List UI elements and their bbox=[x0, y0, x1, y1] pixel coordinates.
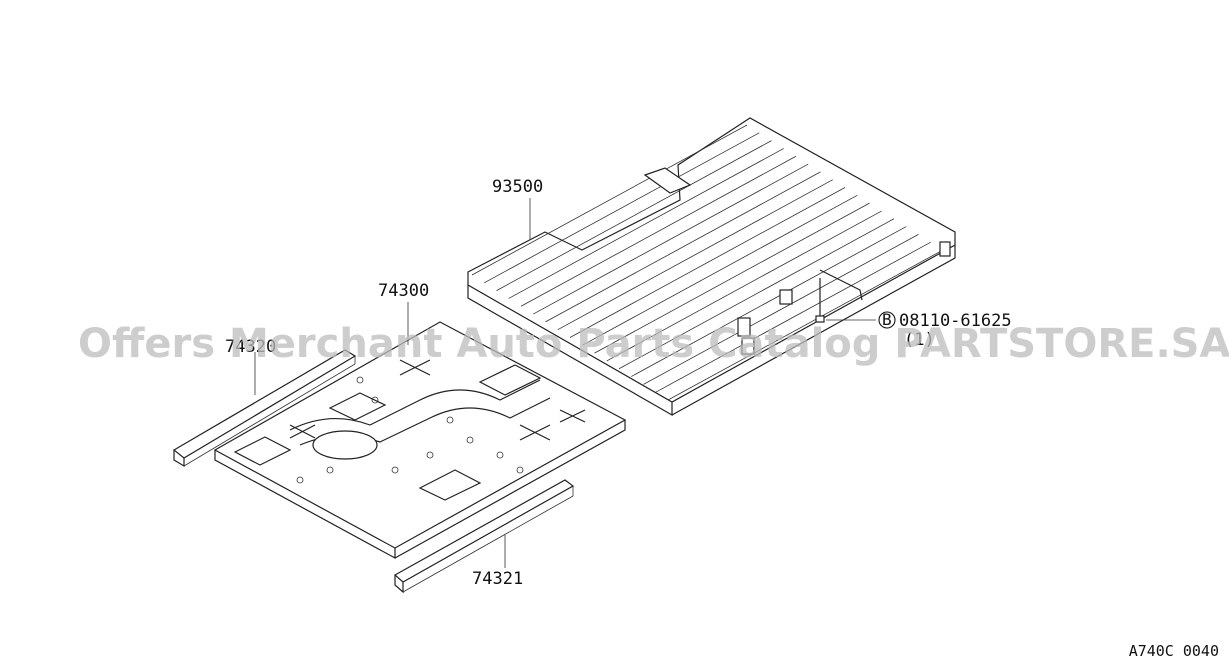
bolt-callout: B 08110-61625 (1) bbox=[878, 310, 1012, 350]
rear-floor-panel bbox=[467, 117, 956, 417]
label-bolt-qty: (1) bbox=[904, 330, 935, 350]
rib-line bbox=[557, 179, 833, 331]
rib-line bbox=[545, 171, 821, 323]
watermark-text: Offers Merchant Auto Parts Catalog PARTS… bbox=[78, 321, 1229, 367]
rib-line bbox=[618, 218, 895, 370]
bolt-symbol: B bbox=[882, 310, 892, 329]
right-side-member bbox=[393, 479, 575, 594]
label-74320: 74320 bbox=[225, 337, 276, 357]
floor-hole bbox=[466, 436, 474, 444]
rib-line bbox=[471, 124, 748, 276]
floor-hole bbox=[426, 451, 434, 459]
rib-line bbox=[643, 234, 919, 385]
rib-line bbox=[520, 155, 797, 307]
floor-hole bbox=[516, 466, 524, 474]
floor-hole bbox=[391, 466, 399, 474]
floor-hole bbox=[496, 451, 504, 459]
rib-line bbox=[667, 249, 944, 401]
rib-line bbox=[606, 210, 882, 362]
rib-line bbox=[569, 187, 846, 338]
label-74300: 74300 bbox=[378, 281, 429, 301]
floor-hole bbox=[356, 376, 364, 384]
leader-lines bbox=[254, 198, 876, 568]
floor-hole bbox=[296, 476, 304, 484]
rib-line bbox=[484, 132, 760, 284]
label-74321: 74321 bbox=[472, 569, 523, 589]
rear-floor-ribs bbox=[471, 124, 944, 401]
left-side-member bbox=[172, 349, 357, 468]
bolt-icon bbox=[815, 278, 825, 323]
label-bolt-part: 08110-61625 bbox=[899, 311, 1012, 331]
floor-hole bbox=[371, 396, 379, 404]
rib-line bbox=[655, 241, 931, 393]
rib-line bbox=[631, 226, 907, 377]
rib-line bbox=[508, 148, 784, 299]
rib-line bbox=[533, 163, 809, 315]
floor-hole bbox=[326, 466, 334, 474]
rib-line bbox=[594, 202, 870, 354]
rib-line bbox=[496, 140, 772, 291]
diagram-code: A740C 0040 bbox=[1128, 642, 1219, 660]
front-floor-panel bbox=[213, 321, 627, 560]
front-floor-details bbox=[296, 376, 524, 484]
rib-line bbox=[582, 194, 858, 346]
floor-hole bbox=[446, 416, 454, 424]
label-93500: 93500 bbox=[492, 177, 543, 197]
